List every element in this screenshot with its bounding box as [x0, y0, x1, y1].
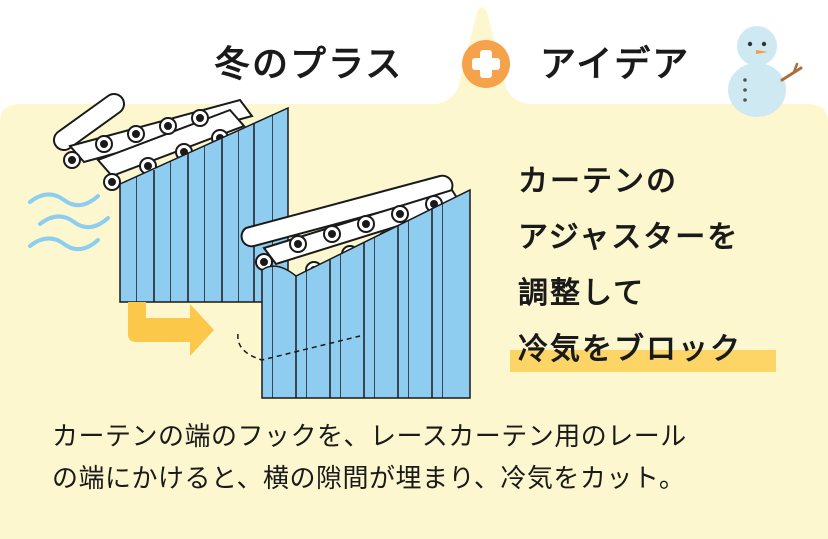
side-text-line-1: カーテンの: [518, 164, 678, 199]
body-text-line-2: の端にかけると、横の隙間が埋まり、冷気をカット。: [52, 464, 686, 494]
curtain-right-fabric: [261, 188, 471, 399]
body-text-line-1: カーテンの端のフックを、レースカーテン用のレール: [52, 422, 687, 452]
title-left: 冬のプラス: [214, 44, 404, 85]
curtain-left: [53, 93, 289, 303]
snowman-icon: [728, 26, 803, 117]
dashed-gap-line: [237, 333, 361, 361]
side-text-line-2: アジャスターを: [518, 220, 740, 255]
side-text-line-4: 冷気をブロック: [518, 332, 742, 367]
title-right-backdrop: [528, 36, 728, 92]
side-text-line-3: 調整して: [518, 276, 646, 311]
curtain-right: [237, 174, 471, 399]
highlight-bar: [510, 350, 776, 372]
wind-icon: [28, 192, 110, 252]
title-left-backdrop: [200, 36, 440, 92]
arrow-icon: [128, 302, 214, 356]
plus-icon: [462, 40, 510, 88]
title-right: アイデア: [540, 44, 691, 85]
